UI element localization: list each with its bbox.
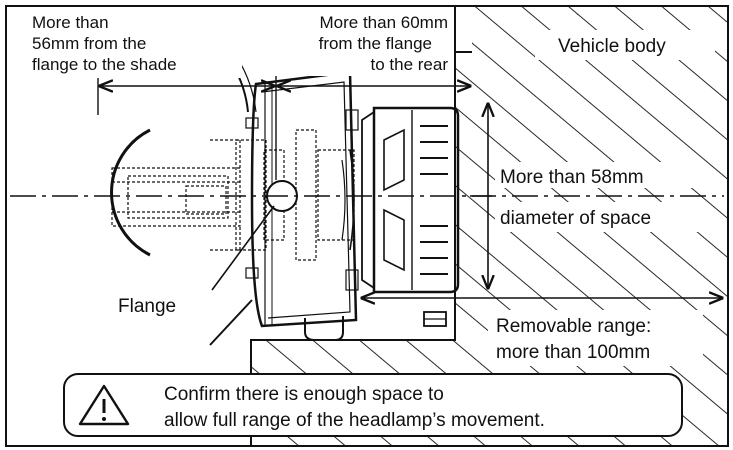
diameter-label-2: diameter of space xyxy=(500,208,651,229)
flange-label: Flange xyxy=(118,296,176,317)
notice-line-2: allow full range of the headlamp’s movem… xyxy=(164,410,545,431)
removable-range-label-1: Removable range: xyxy=(496,316,651,337)
flange-leader xyxy=(211,205,275,291)
vehicle-body-label: Vehicle body xyxy=(558,36,666,57)
diameter-label-1: More than 58mm xyxy=(500,167,644,188)
rear-distance-label-3: to the rear xyxy=(371,55,449,74)
rear-distance-label-2: from the flange xyxy=(319,34,432,53)
shade-edge-lower xyxy=(209,299,253,346)
shade-distance-label-1: More than xyxy=(32,13,109,32)
rear-heatsink xyxy=(341,106,460,327)
shade-distance-label-3: flange to the shade xyxy=(32,55,177,74)
notice-line-1: Confirm there is enough space to xyxy=(164,384,444,405)
headlamp-housing xyxy=(245,70,359,341)
removable-range-label-2: more than 100mm xyxy=(496,342,650,363)
bulb-envelope xyxy=(110,128,151,257)
shade-distance-label-2: 56mm from the xyxy=(32,34,146,53)
notice-box: Confirm there is enough space to allow f… xyxy=(63,373,683,437)
warning-triangle-icon xyxy=(78,384,130,426)
bulb-hidden-lines xyxy=(111,129,355,261)
rear-distance-label-1: More than 60mm xyxy=(320,13,449,32)
